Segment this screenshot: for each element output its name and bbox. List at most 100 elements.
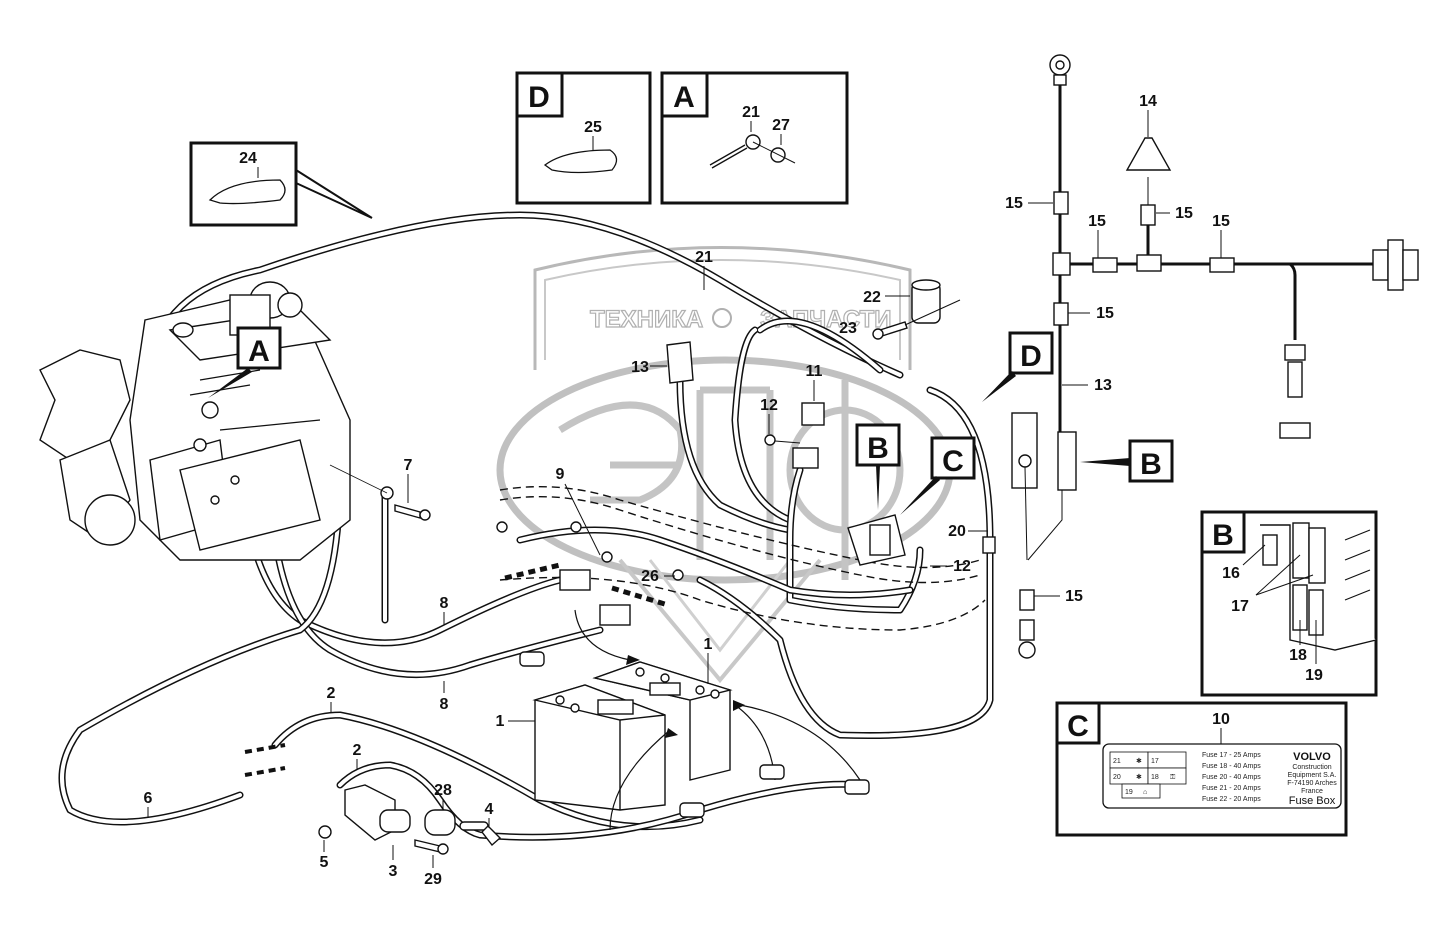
label-8-top: 8 xyxy=(440,595,449,612)
fuse-box-title: Fuse Box xyxy=(1289,795,1336,807)
detail-box-c: C 10 21 17 20 18 19 ✱ ✱ ⚿ ⌂ Fuse 17 - 25… xyxy=(1055,701,1348,837)
label-4: 4 xyxy=(485,801,494,818)
label-28: 28 xyxy=(434,782,452,799)
detail-letter-b: B xyxy=(1212,519,1234,552)
callout-b-main[interactable]: B xyxy=(855,423,901,510)
label-26: 26 xyxy=(641,568,659,585)
batteries: 1 1 xyxy=(496,609,861,831)
label-18: 18 xyxy=(1289,647,1307,664)
label-27: 27 xyxy=(772,117,790,134)
watermark-text-left: ТЕХНИКА xyxy=(590,306,703,333)
detail-letter-a: A xyxy=(673,81,695,114)
component-13: 13 xyxy=(631,341,694,384)
bolt-7: 7 xyxy=(329,457,431,521)
label-8-bottom: 8 xyxy=(440,696,449,713)
grid-id-17: 17 xyxy=(1151,758,1159,765)
detail-box-a: A 21 27 xyxy=(660,71,849,205)
detail-box-b: B 16 17 18 19 xyxy=(1200,510,1378,697)
label-6: 6 xyxy=(144,790,153,807)
fuse-box xyxy=(847,514,906,566)
label-15-d: 15 xyxy=(1212,213,1230,230)
label-16: 16 xyxy=(1222,565,1240,582)
label-17: 17 xyxy=(1231,598,1249,615)
label-29: 29 xyxy=(424,871,442,888)
brand-logo: VOLVO xyxy=(1293,751,1331,763)
right-harness: 14 15 15 15 15 15 15 13 xyxy=(1005,54,1419,659)
callout-letter-b: B xyxy=(1140,448,1162,481)
fuse-line-4: Fuse 21 - 20 Amps xyxy=(1202,785,1261,792)
label-12-main: 12 xyxy=(760,397,778,414)
label-24: 24 xyxy=(239,150,257,167)
detail-box-d: D 25 xyxy=(515,71,652,205)
callout-a[interactable]: A xyxy=(208,326,282,398)
lock-icon: ⌂ xyxy=(1143,789,1147,796)
label-5: 5 xyxy=(320,854,329,871)
label-21: 21 xyxy=(695,249,713,266)
label-10: 10 xyxy=(1212,711,1230,728)
label-13-right: 13 xyxy=(1094,377,1112,394)
label-2-lower: 2 xyxy=(353,742,362,759)
label-11: 11 xyxy=(806,363,823,380)
label-21-detail: 21 xyxy=(742,104,760,121)
callout-letter-b: B xyxy=(867,432,889,465)
fuse-line-2: Fuse 18 - 40 Amps xyxy=(1202,763,1261,770)
label-23: 23 xyxy=(839,320,857,337)
terminal-clamps xyxy=(244,521,870,818)
fan-icon: ✱ xyxy=(1136,773,1142,781)
label-1-left: 1 xyxy=(496,713,505,730)
battery-switch-group: 2 2 6 28 4 5 3 29 xyxy=(144,685,502,888)
label-13-main: 13 xyxy=(631,359,649,376)
lamp-14-icon xyxy=(1125,137,1172,171)
callout-letter-d: D xyxy=(1020,340,1042,373)
label-1-top: 1 xyxy=(704,636,713,653)
fan-icon xyxy=(39,349,131,461)
callout-letter-a: A xyxy=(248,335,270,368)
grid-id-20: 20 xyxy=(1113,774,1121,781)
company-line-3: F-74190 Arches xyxy=(1287,780,1337,787)
relay-socket-12: 12 xyxy=(760,397,819,469)
callout-d-main[interactable]: D xyxy=(982,331,1054,402)
label-22: 22 xyxy=(863,289,881,306)
company-line-2: Equipment S.A. xyxy=(1288,772,1337,779)
bolt-23: 23 xyxy=(839,299,961,340)
company-line-1: Construction xyxy=(1292,764,1331,771)
label-20: 20 xyxy=(948,523,966,540)
fuse-line-5: Fuse 22 - 20 Amps xyxy=(1202,796,1261,803)
label-19: 19 xyxy=(1305,667,1323,684)
callout-letter-c: C xyxy=(942,445,964,478)
label-15-b: 15 xyxy=(1088,213,1106,230)
grid-id-21: 21 xyxy=(1113,758,1121,765)
detail-letter-c: C xyxy=(1067,710,1089,743)
connector-17a xyxy=(1292,522,1310,579)
label-15-f: 15 xyxy=(1065,588,1083,605)
connector-17b xyxy=(1308,527,1326,584)
detail-letter-d: D xyxy=(528,81,550,114)
relay-11: 11 xyxy=(801,363,825,426)
callout-c-main[interactable]: C xyxy=(900,436,976,515)
callout-b-right[interactable]: B xyxy=(1080,439,1174,483)
cable-tie-icon xyxy=(543,149,618,174)
label-7: 7 xyxy=(404,457,413,474)
label-15-c: 15 xyxy=(1175,205,1193,222)
fan-icon: ✱ xyxy=(1136,757,1142,765)
label-2-upper: 2 xyxy=(327,685,336,702)
component-22: 22 xyxy=(863,279,941,324)
engine xyxy=(39,281,351,561)
label-15-e: 15 xyxy=(1096,305,1114,322)
key-icon: ⚿ xyxy=(1170,774,1176,781)
grid-id-18: 18 xyxy=(1151,774,1159,781)
label-25: 25 xyxy=(584,119,602,136)
label-9: 9 xyxy=(556,466,565,483)
fuse-line-3: Fuse 20 - 40 Amps xyxy=(1202,774,1261,781)
label-3: 3 xyxy=(389,863,398,880)
company-line-4: France xyxy=(1301,788,1323,795)
gear-icon xyxy=(712,308,732,328)
inset-tie-24: 24 xyxy=(189,141,373,227)
label-12-fusebox: 12 xyxy=(953,558,971,575)
cable-tie-icon xyxy=(208,179,286,205)
label-14: 14 xyxy=(1139,93,1157,110)
fuse-line-1: Fuse 17 - 25 Amps xyxy=(1202,752,1261,759)
sleeve-15 xyxy=(1053,191,1069,215)
label-15-a: 15 xyxy=(1005,195,1023,212)
